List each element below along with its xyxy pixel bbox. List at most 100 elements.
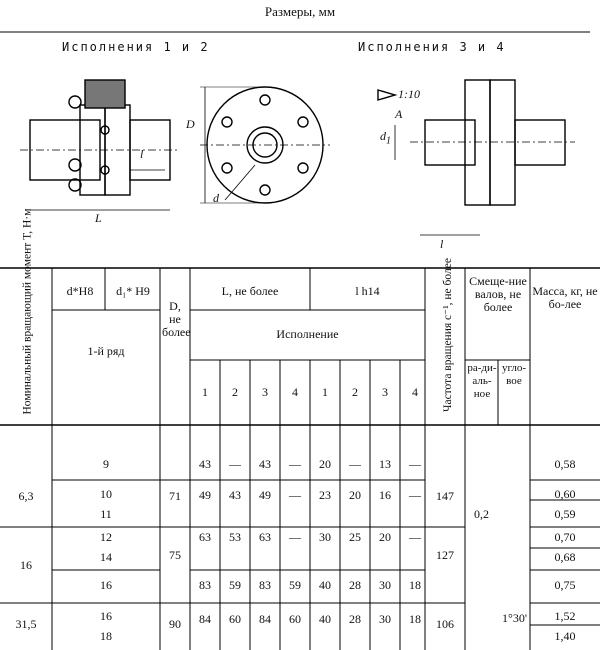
length-L-cell: 84 (259, 612, 271, 626)
length-l-cell: 23 (319, 488, 331, 502)
flange-front-view (200, 86, 330, 204)
execution-column-number: 3 (382, 385, 388, 399)
length-L-cell: 63 (199, 530, 211, 544)
mass-value: 0,59 (554, 507, 576, 521)
dim-D: D (186, 117, 195, 131)
length-l-cell: 18 (409, 578, 421, 592)
torque-value: 6,3 (18, 489, 34, 503)
length-L-cell: — (289, 488, 301, 502)
dim-L: L (95, 211, 102, 225)
execution-column-number: 2 (352, 385, 358, 399)
page-header: Размеры, мм (264, 4, 336, 19)
coupling-side-view (20, 79, 180, 211)
mass-value: 1,40 (554, 629, 576, 643)
length-l-cell: 13 (379, 457, 391, 471)
length-l-cell: — (409, 530, 421, 544)
length-l-cell: 20 (349, 488, 361, 502)
length-l-cell: 18 (409, 612, 421, 626)
mass-value: 0,58 (554, 457, 576, 471)
length-L-cell: — (289, 457, 301, 471)
bore-diameter-d: 12 (100, 530, 112, 544)
execution-column-number: 2 (232, 385, 238, 399)
length-l-cell: 30 (379, 578, 391, 592)
bore-diameter-d: 10 (100, 487, 112, 501)
length-l-cell: — (409, 457, 421, 471)
length-L-cell: 59 (229, 578, 241, 592)
bore-diameter-d: 16 (100, 609, 112, 623)
dim-d1: d1 (380, 129, 391, 147)
length-L-cell: 84 (199, 612, 211, 626)
header-d1-h9: d₁* H9 (116, 284, 150, 298)
torque-value: 31,5 (15, 617, 37, 631)
length-l-cell: 16 (379, 488, 391, 502)
header-L: L, не более (221, 284, 279, 298)
length-L-cell: — (229, 457, 241, 471)
header-shift: Смеще-ние валов, не более (469, 274, 527, 314)
mass-value: 1,52 (554, 609, 576, 623)
diameter-D-value: 75 (169, 548, 181, 562)
angular-shift-value: 1°30' (502, 611, 527, 625)
mass-value: 0,60 (554, 487, 576, 501)
mass-value: 0,75 (554, 578, 576, 592)
bore-diameter-d: 16 (100, 578, 112, 592)
execution-column-number: 3 (262, 385, 268, 399)
header-radial: ра-ди-аль-ное (467, 362, 497, 400)
coupling-taper-view (377, 79, 575, 236)
length-l-cell: 20 (319, 457, 331, 471)
bore-diameter-d: 9 (103, 457, 109, 471)
length-l-cell: 40 (319, 612, 331, 626)
length-l-cell: 40 (319, 578, 331, 592)
length-L-cell: 53 (229, 530, 241, 544)
length-L-cell: 63 (259, 530, 271, 544)
length-L-cell: 43 (259, 457, 271, 471)
header-D: D, не более (162, 299, 191, 339)
bore-diameter-d: 18 (100, 629, 112, 643)
header-mass: Масса, кг, не бо-лее (532, 284, 598, 311)
bore-diameter-d: 11 (100, 507, 112, 521)
dim-l-right: l (440, 237, 444, 251)
dim-l-left: l (140, 147, 144, 161)
dim-A: A (395, 107, 403, 121)
length-L-cell: 43 (229, 488, 241, 502)
header-row1: 1-й ряд (87, 344, 125, 358)
length-L-cell: 59 (289, 578, 301, 592)
left-drawing-title: Исполнения 1 и 2 (62, 40, 210, 54)
length-l-cell: 28 (349, 612, 361, 626)
length-l-cell: 20 (379, 530, 391, 544)
header-l-h14: l h14 (355, 284, 380, 298)
length-L-cell: 49 (259, 488, 271, 502)
length-L-cell: 60 (229, 612, 241, 626)
mass-value: 0,68 (554, 550, 576, 564)
length-l-cell: — (349, 457, 361, 471)
mass-value: 0,70 (554, 530, 576, 544)
header-ispolnenie: Исполнение (276, 327, 339, 341)
bore-diameter-d: 14 (100, 550, 112, 564)
execution-column-number: 4 (292, 385, 298, 399)
length-L-cell: 83 (259, 578, 271, 592)
frequency-value: 127 (436, 548, 454, 562)
length-L-cell: — (289, 530, 301, 544)
length-l-cell: 25 (349, 530, 361, 544)
dim-d: d (213, 191, 219, 205)
right-drawing-title: Исполнения 3 и 4 (358, 40, 506, 54)
length-L-cell: 43 (199, 457, 211, 471)
length-l-cell: — (409, 488, 421, 502)
length-l-cell: 30 (319, 530, 331, 544)
frequency-value: 106 (436, 617, 454, 631)
execution-column-number: 1 (322, 385, 328, 399)
length-L-cell: 60 (289, 612, 301, 626)
header-d-h8: d*H8 (66, 284, 94, 298)
execution-column-number: 4 (412, 385, 418, 399)
frequency-value: 147 (436, 489, 454, 503)
diameter-D-value: 71 (169, 489, 181, 503)
radial-shift-value: 0,2 (474, 507, 489, 521)
coupling-drawings (0, 31, 590, 236)
header-frequency: Частота вращения с⁻¹, не более (442, 258, 454, 412)
length-l-cell: 30 (379, 612, 391, 626)
length-l-cell: 28 (349, 578, 361, 592)
torque-value: 16 (20, 558, 32, 572)
length-L-cell: 49 (199, 488, 211, 502)
execution-column-number: 1 (202, 385, 208, 399)
header-angular: угло-вое (501, 362, 527, 387)
diameter-D-value: 90 (169, 617, 181, 631)
